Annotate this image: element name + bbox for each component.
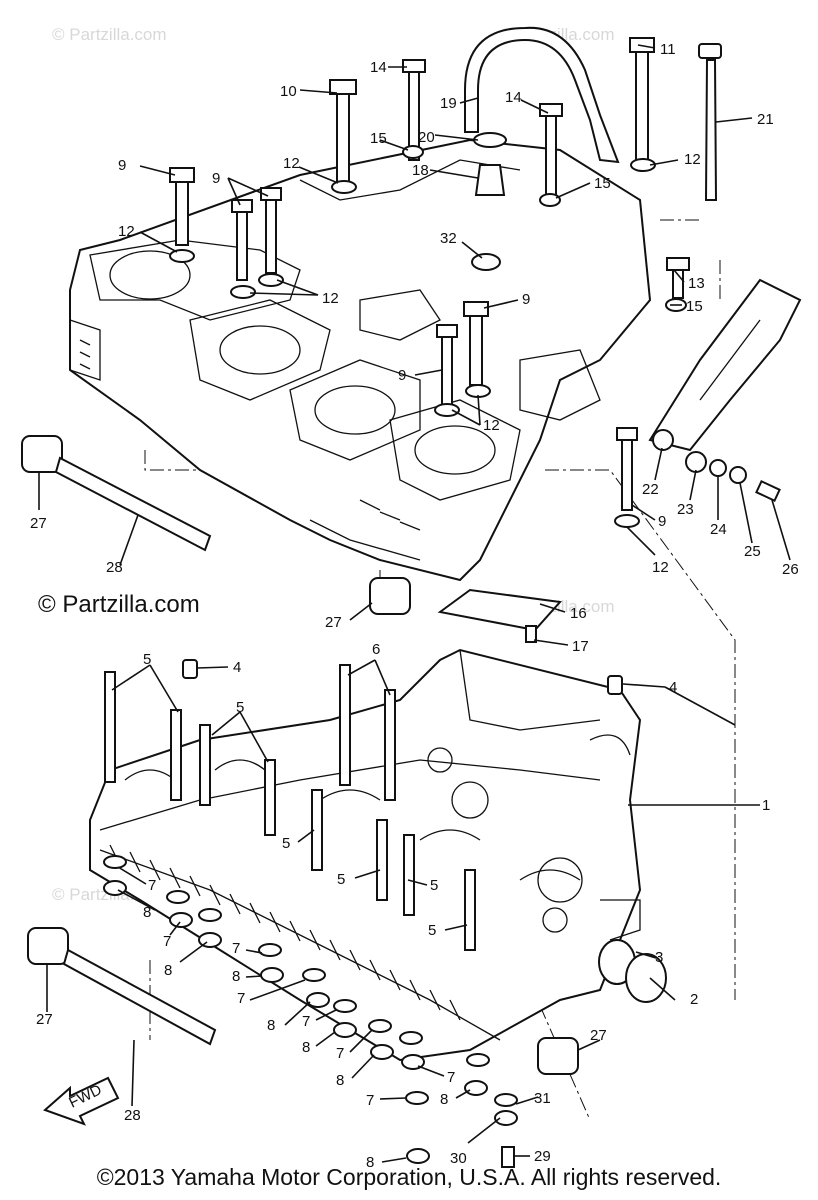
callout-12e: 12: [483, 417, 500, 434]
callout-28: 28: [106, 559, 123, 576]
callout-32: 32: [440, 230, 457, 247]
bolts-upper: [169, 37, 690, 511]
callout-13: 13: [688, 275, 705, 292]
callout-15c: 15: [686, 298, 703, 315]
callout-4b: 4: [669, 679, 677, 696]
callout-8c: 8: [232, 968, 240, 985]
callout-27: 27: [30, 515, 47, 532]
callout-labels: 10 14 11 21 19 14 15 20 18 12 15 12 9 9 …: [30, 41, 799, 1171]
callout-9e: 9: [658, 513, 666, 530]
callout-12f: 12: [652, 559, 669, 576]
callout-9b: 9: [212, 170, 220, 187]
callout-21: 21: [757, 111, 774, 128]
callout-7d: 7: [237, 990, 245, 1007]
callout-7h: 7: [366, 1092, 374, 1109]
callout-12d: 12: [322, 290, 339, 307]
callout-14: 14: [370, 59, 387, 76]
callout-5b: 5: [236, 699, 244, 716]
breather-parts: [464, 26, 722, 201]
callout-9c: 9: [522, 291, 530, 308]
callout-12b: 12: [684, 151, 701, 168]
callout-8d: 8: [267, 1017, 275, 1034]
callout-8: 8: [143, 904, 151, 921]
mount-bracket: [648, 278, 802, 502]
callout-5: 5: [143, 651, 151, 668]
callout-5e: 5: [430, 877, 438, 894]
lower-crankcase: [89, 648, 642, 1062]
callout-8h: 8: [366, 1154, 374, 1171]
callout-20: 20: [418, 129, 435, 146]
callout-26: 26: [782, 561, 799, 578]
callout-16: 16: [570, 605, 587, 622]
callout-12: 12: [283, 155, 300, 172]
callout-7f: 7: [336, 1045, 344, 1062]
callout-4: 4: [233, 659, 241, 676]
callout-5f: 5: [428, 922, 436, 939]
callout-14b: 14: [505, 89, 522, 106]
callout-22: 22: [642, 481, 659, 498]
bushings-and-tubes: [21, 435, 579, 1075]
callout-24: 24: [710, 521, 727, 538]
callout-5d: 5: [337, 871, 345, 888]
callout-23: 23: [677, 501, 694, 518]
callout-19: 19: [440, 95, 457, 112]
callout-25: 25: [744, 543, 761, 560]
callout-27d: 27: [590, 1027, 607, 1044]
callout-9d: 9: [398, 367, 406, 384]
callout-8f: 8: [336, 1072, 344, 1089]
callout-15b: 15: [594, 175, 611, 192]
fwd-arrow: FWD: [43, 1076, 120, 1126]
callout-8g: 8: [440, 1091, 448, 1108]
washers: [169, 145, 687, 528]
callout-27b: 27: [325, 614, 342, 631]
cover-parts: [182, 588, 667, 1168]
callout-8b: 8: [164, 962, 172, 979]
stud-bolts: [104, 664, 476, 951]
nuts-and-washers: [103, 855, 518, 1164]
callout-28b: 28: [124, 1107, 141, 1124]
callout-7c: 7: [232, 940, 240, 957]
callout-7b: 7: [163, 933, 171, 950]
callout-27c: 27: [36, 1011, 53, 1028]
callout-11: 11: [660, 41, 676, 58]
copyright-footer: ©2013 Yamaha Motor Corporation, U.S.A. A…: [96, 1164, 722, 1190]
callout-7g: 7: [447, 1069, 455, 1086]
leader-lines: [38, 44, 791, 1163]
callout-8e: 8: [302, 1039, 310, 1056]
callout-30: 30: [450, 1150, 467, 1167]
callout-17: 17: [572, 638, 589, 655]
callout-18: 18: [412, 162, 429, 179]
callout-3: 3: [655, 949, 663, 966]
callout-7e: 7: [302, 1013, 310, 1030]
callout-2: 2: [690, 991, 698, 1008]
callout-29: 29: [534, 1148, 551, 1165]
callout-9: 9: [118, 157, 126, 174]
callout-12c: 12: [118, 223, 135, 240]
watermark-text: © Partzilla.com: [38, 591, 200, 618]
callout-1: 1: [762, 797, 770, 814]
callout-5c: 5: [282, 835, 290, 852]
callout-31: 31: [534, 1090, 551, 1107]
callout-10: 10: [280, 83, 297, 100]
callout-7: 7: [148, 877, 156, 894]
callout-15: 15: [370, 130, 387, 147]
callout-6: 6: [372, 641, 380, 658]
watermark-bg: © Partzilla.com: [52, 25, 167, 44]
